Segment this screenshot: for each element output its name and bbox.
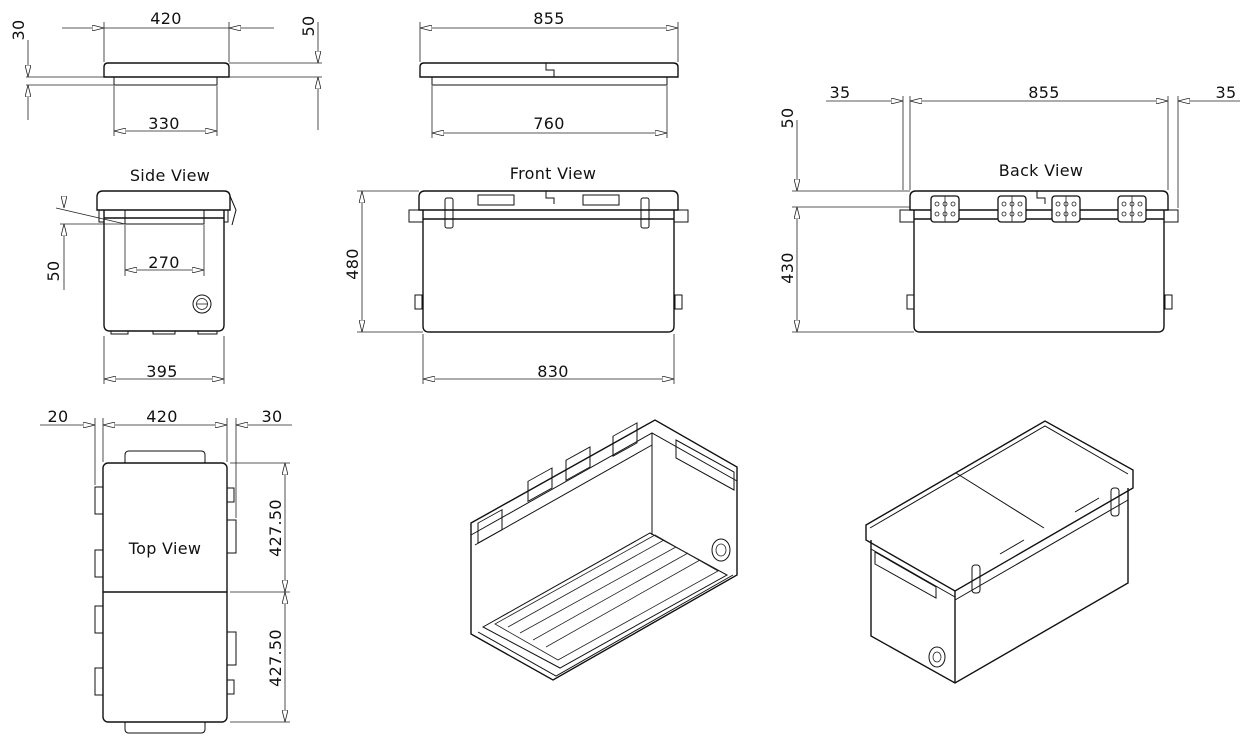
isometric-closed-view (865, 420, 1134, 684)
dim-lid-side-width-label: 420 (150, 9, 181, 28)
dim-lid-side-right: 50 (229, 16, 322, 130)
hinge-group (930, 195, 1147, 223)
dim-top-halves: 427.50 427.50 (230, 462, 290, 723)
dim-lid-side-width: 420 (62, 9, 274, 62)
dim-lid-front-bottom-label: 760 (533, 114, 564, 133)
dim-back-heights: 50 430 (778, 108, 914, 333)
dim-side-width: 395 (103, 336, 225, 384)
side-view-title: Side View (130, 166, 210, 185)
lid-front-view (419, 62, 679, 86)
dim-lid-side-thickness-label: 30 (9, 20, 28, 41)
dim-back-width-label: 855 (1028, 83, 1059, 102)
top-view (94, 450, 237, 734)
dim-top-lower-half-label: 427.50 (266, 629, 285, 687)
dim-back-body-height-label: 430 (778, 252, 797, 283)
lid-side-view (103, 62, 230, 86)
isometric-bottom-view (470, 419, 738, 681)
hinge-icon (930, 195, 960, 223)
dim-top-upper-half-label: 427.50 (266, 499, 285, 557)
dim-lid-side-thickness: 30 (9, 20, 114, 120)
dim-side-width-label: 395 (146, 362, 177, 381)
side-view (96, 190, 237, 335)
dim-side-handle-height: 50 (44, 196, 126, 290)
front-view-title: Front View (510, 164, 597, 183)
dim-back-lid-height-label: 50 (778, 108, 797, 129)
top-view-title: Top View (128, 539, 201, 558)
dim-back-width: 35 855 35 (826, 83, 1240, 208)
hinge-icon (1051, 195, 1081, 223)
dim-lid-side-bottom-label: 330 (148, 114, 179, 133)
dim-front-width: 830 (422, 334, 675, 384)
dim-top-width-label: 420 (146, 407, 177, 426)
back-view-title: Back View (999, 161, 1084, 180)
dim-lid-front-width-label: 855 (533, 9, 564, 28)
dim-lid-side-bottom: 330 (113, 86, 218, 136)
dim-lid-front-bottom: 760 (431, 86, 668, 138)
dim-back-right-offset-label: 35 (1216, 83, 1237, 102)
front-view (408, 190, 689, 333)
dim-side-handle-width: 270 (124, 225, 205, 276)
dim-side-handle-width-label: 270 (148, 253, 179, 272)
hinge-icon (1117, 195, 1147, 223)
dim-top-left-offset-label: 20 (48, 407, 69, 426)
dim-front-width-label: 830 (537, 362, 568, 381)
dim-front-height-label: 480 (343, 248, 362, 279)
dim-side-handle-height-label: 50 (44, 261, 63, 282)
dim-lid-side-right-label: 50 (299, 16, 318, 37)
dim-front-height: 480 (343, 190, 423, 333)
dim-lid-front-width: 855 (419, 9, 679, 62)
dim-top-width: 20 420 30 (40, 407, 292, 518)
dim-back-left-offset-label: 35 (830, 83, 851, 102)
hinge-icon (997, 195, 1027, 223)
dim-top-right-offset-label: 30 (262, 407, 283, 426)
